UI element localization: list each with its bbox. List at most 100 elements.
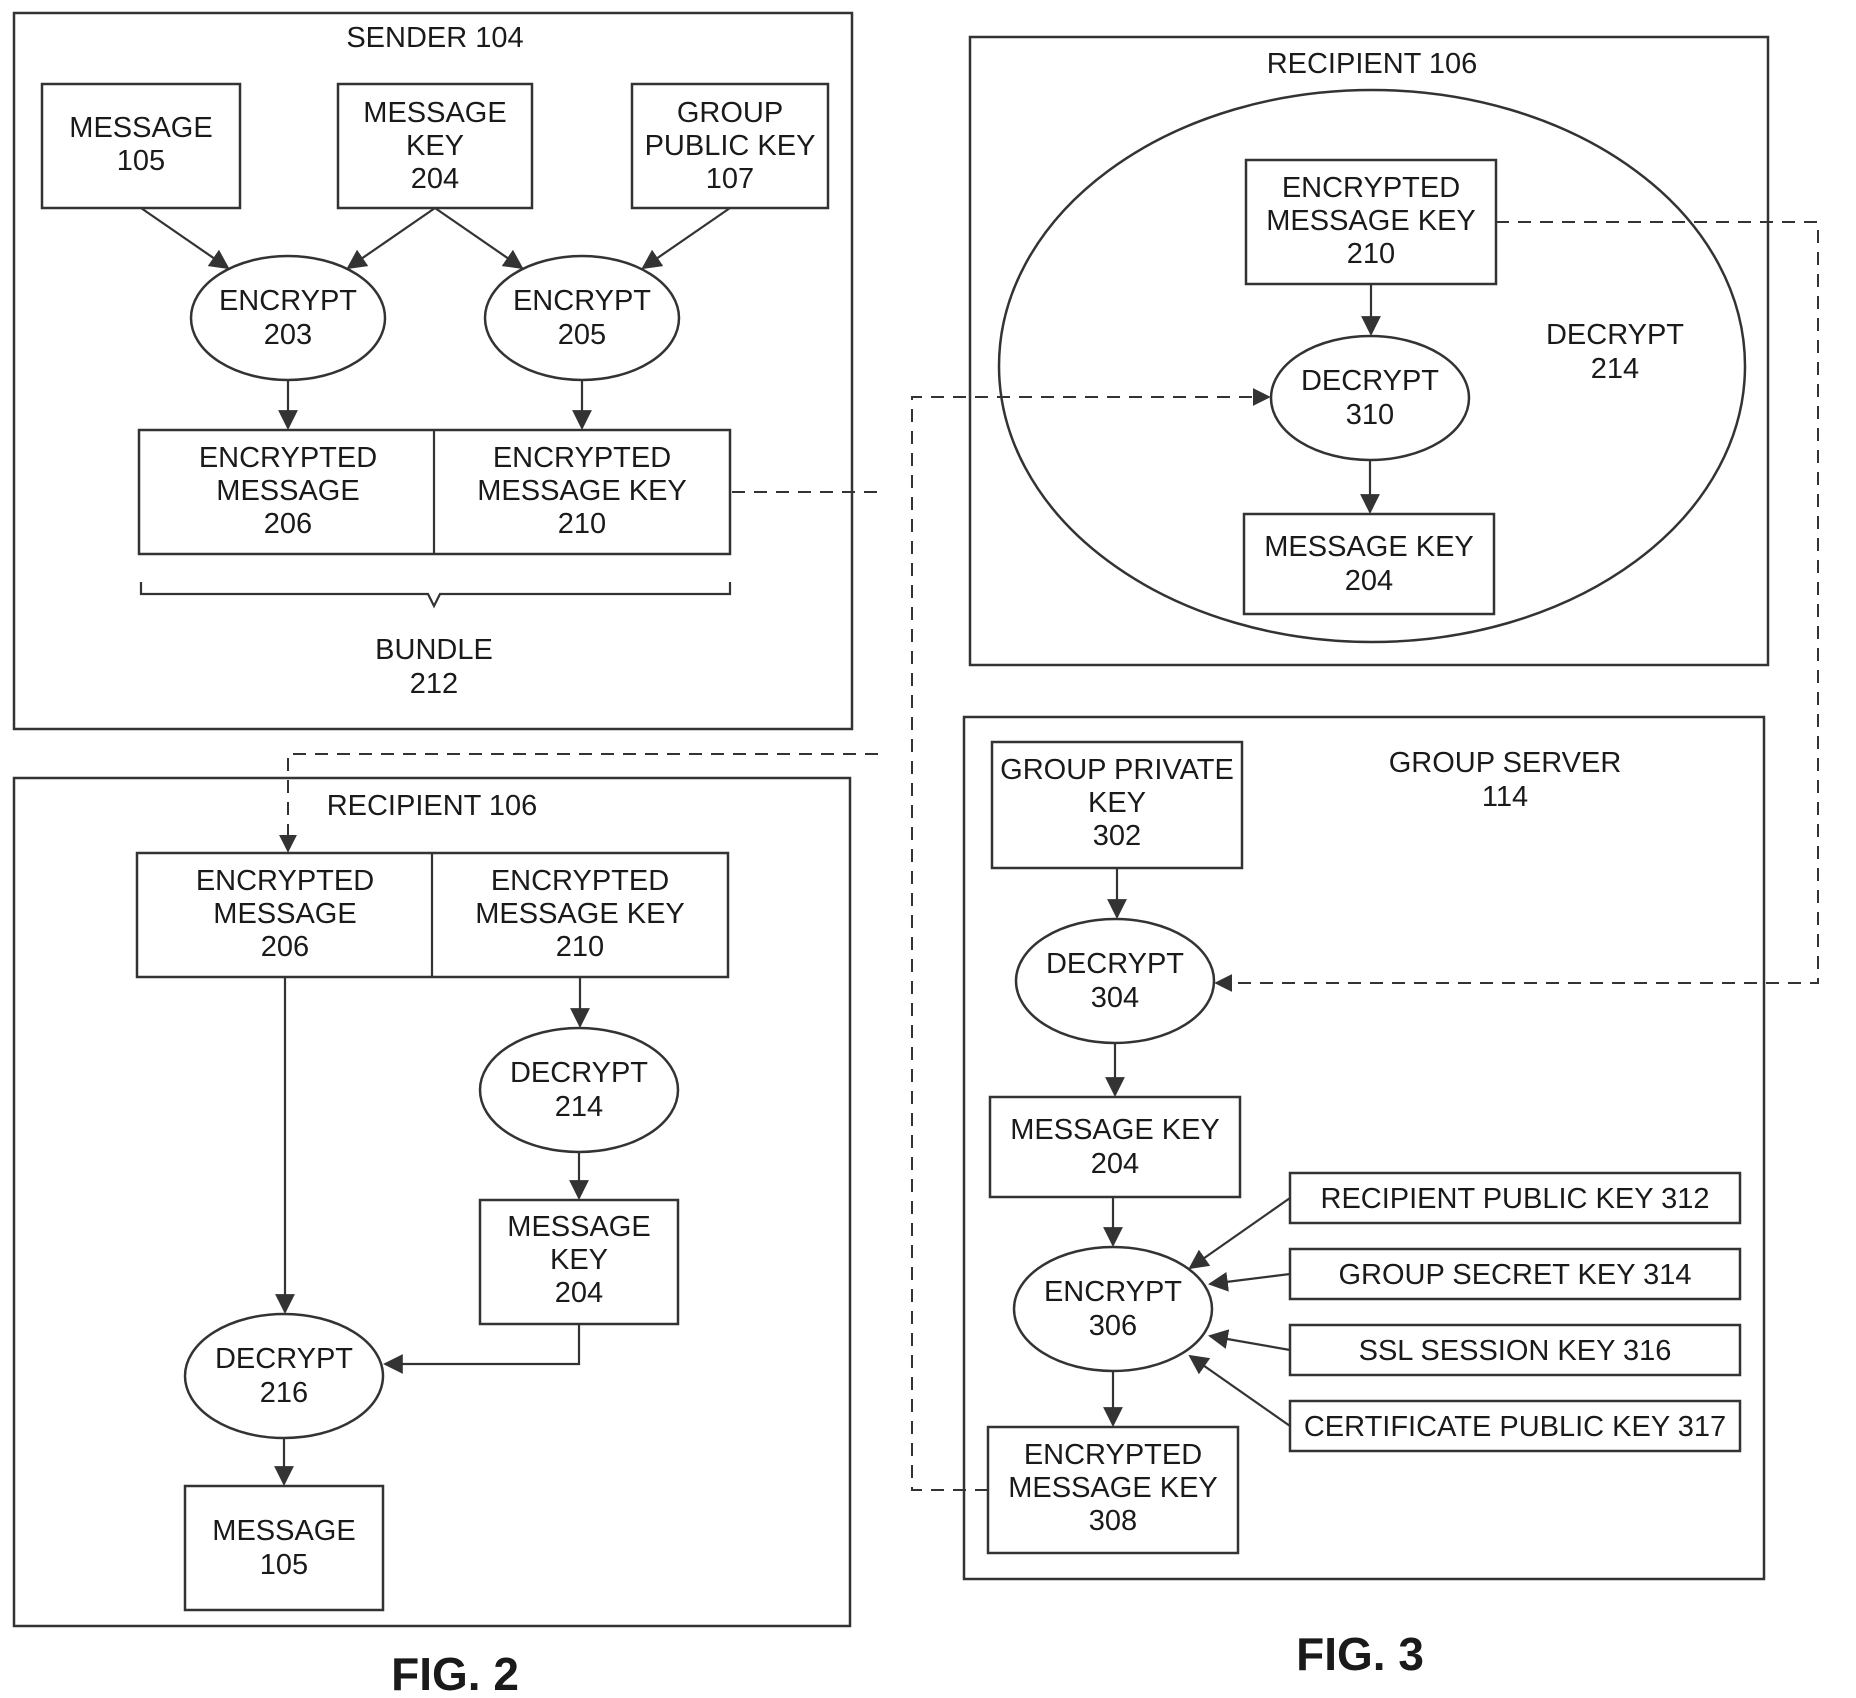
encrypted-message-key-number: 210 — [558, 508, 606, 540]
encrypted-message-number: 206 — [264, 508, 312, 540]
recipient-frame-fig3 — [968, 35, 1770, 667]
encrypted-message-label-1: ENCRYPTED — [199, 442, 377, 474]
decrypt-214-outer-number: 214 — [1591, 353, 1639, 385]
recv-message-number: 105 — [260, 1549, 308, 1581]
decrypt-310-number: 310 — [1346, 399, 1394, 431]
recv-encrypted-message-number: 206 — [261, 931, 309, 963]
recipient-frame-fig2 — [12, 776, 852, 1628]
decrypt-216-node: DECRYPT 216 — [183, 1312, 385, 1440]
recipient-title-fig2: RECIPIENT 106 — [327, 790, 538, 822]
recipient-fig2-arrows — [274, 977, 590, 1486]
group-public-key-label-1: GROUP — [677, 97, 783, 129]
ssl-session-key-label: SSL SESSION KEY 316 — [1359, 1335, 1672, 1367]
group-server-frame — [962, 715, 1766, 1581]
encrypted-message-key-label-2: MESSAGE KEY — [477, 475, 687, 507]
fig3-encrypted-message-key-box: ENCRYPTED MESSAGE KEY 210 — [1244, 158, 1498, 286]
group-public-key-number: 107 — [706, 163, 754, 195]
encrypt-205-number: 205 — [558, 319, 606, 351]
decrypt-216-label: DECRYPT — [215, 1343, 353, 1375]
bundle-number: 212 — [410, 668, 458, 700]
message-number: 105 — [117, 145, 165, 177]
decrypt-310-label: DECRYPT — [1301, 365, 1439, 397]
recv-message-label: MESSAGE — [212, 1515, 355, 1547]
encrypt-306-number: 306 — [1089, 1310, 1137, 1342]
group-server-panel: GROUP SERVER 114 GROUP PRIVATE KEY 302 D… — [962, 715, 1766, 1581]
group-private-key-number: 302 — [1093, 820, 1141, 852]
decrypt-214-number: 214 — [555, 1091, 603, 1123]
recv-message-key-box: MESSAGE KEY 204 — [478, 1198, 680, 1326]
message-key-number: 204 — [411, 163, 459, 195]
emk-308-label-1: ENCRYPTED — [1024, 1439, 1202, 1471]
certificate-public-key-box: CERTIFICATE PUBLIC KEY 317 — [1288, 1399, 1742, 1453]
fig2-caption: FIG. 2 — [391, 1648, 519, 1698]
fig3-emk-number: 210 — [1347, 238, 1395, 270]
decrypt-304-label: DECRYPT — [1046, 948, 1184, 980]
recipient-title-fig3: RECIPIENT 106 — [1267, 48, 1478, 80]
group-public-key-label-2: PUBLIC KEY — [645, 130, 816, 162]
group-server-title: GROUP SERVER — [1389, 747, 1622, 779]
encrypt-306-node: ENCRYPT 306 — [1012, 1245, 1214, 1373]
encrypt-203-number: 203 — [264, 319, 312, 351]
bundle-label: BUNDLE — [375, 634, 493, 666]
message-key-label-2: KEY — [406, 130, 464, 162]
fig3-emk-label-1: ENCRYPTED — [1282, 172, 1460, 204]
fig3-message-key-label: MESSAGE KEY — [1264, 531, 1474, 563]
fig3-dashed-links — [911, 221, 1819, 1491]
recv-encrypted-message-key-label-1: ENCRYPTED — [491, 865, 669, 897]
group-server-arrows — [1103, 868, 1291, 1427]
gs-message-key-label: MESSAGE KEY — [1010, 1114, 1220, 1146]
decrypt-216-number: 216 — [260, 1377, 308, 1409]
message-label: MESSAGE — [69, 112, 212, 144]
encrypted-message-label-2: MESSAGE — [216, 475, 359, 507]
recv-message-key-label-1: MESSAGE — [507, 1211, 650, 1243]
encrypted-message-key-308-box: ENCRYPTED MESSAGE KEY 308 — [986, 1425, 1240, 1555]
group-public-key-box: GROUP PUBLIC KEY 107 — [630, 82, 830, 210]
decrypt-214-node: DECRYPT 214 — [478, 1026, 680, 1154]
certificate-public-key-label: CERTIFICATE PUBLIC KEY 317 — [1304, 1411, 1726, 1443]
sender-frame — [12, 11, 854, 731]
recv-message-box: MESSAGE 105 — [183, 1484, 385, 1612]
bundle-brace — [139, 582, 732, 609]
group-secret-key-label: GROUP SECRET KEY 314 — [1339, 1259, 1692, 1291]
ssl-session-key-box: SSL SESSION KEY 316 — [1288, 1323, 1742, 1377]
gs-message-key-number: 204 — [1091, 1148, 1139, 1180]
recv-encrypted-message-key-label-2: MESSAGE KEY — [475, 898, 685, 930]
decrypt-214-label: DECRYPT — [510, 1057, 648, 1089]
gs-message-key-box: MESSAGE KEY 204 — [988, 1095, 1242, 1199]
sender-title: SENDER 104 — [346, 22, 523, 54]
encrypt-306-label: ENCRYPT — [1044, 1276, 1182, 1308]
sender-panel: SENDER 104 MESSAGE 105 MESSAGE KEY 204 G… — [12, 11, 854, 731]
fig3-message-key-box: MESSAGE KEY 204 — [1242, 512, 1496, 616]
message-key-box: MESSAGE KEY 204 — [336, 82, 534, 210]
encrypt-205-label: ENCRYPT — [513, 285, 651, 317]
recipient-public-key-label: RECIPIENT PUBLIC KEY 312 — [1321, 1183, 1710, 1215]
group-private-key-label-2: KEY — [1088, 787, 1146, 819]
recv-message-key-number: 204 — [555, 1277, 603, 1309]
sender-arrows — [140, 207, 731, 430]
message-box: MESSAGE 105 — [40, 82, 242, 210]
group-private-key-box: GROUP PRIVATE KEY 302 — [990, 740, 1244, 870]
recv-encrypted-message-label-1: ENCRYPTED — [196, 865, 374, 897]
recipient-panel-fig2: RECIPIENT 106 ENCRYPTED MESSAGE 206 ENCR… — [12, 776, 852, 1628]
message-key-label-1: MESSAGE — [363, 97, 506, 129]
recv-encrypted-message-key-number: 210 — [556, 931, 604, 963]
group-private-key-label-1: GROUP PRIVATE — [1000, 754, 1234, 786]
emk-308-number: 308 — [1089, 1505, 1137, 1537]
encrypt-203-label: ENCRYPT — [219, 285, 357, 317]
received-bundle-boxes: ENCRYPTED MESSAGE 206 ENCRYPTED MESSAGE … — [135, 851, 730, 979]
decrypt-304-node: DECRYPT 304 — [1014, 917, 1216, 1045]
fig2-dashed-links — [279, 491, 878, 853]
encrypt-203-node: ENCRYPT 203 — [189, 254, 387, 382]
group-secret-key-box: GROUP SECRET KEY 314 — [1288, 1247, 1742, 1301]
recv-message-key-label-2: KEY — [550, 1244, 608, 1276]
decrypt-304-number: 304 — [1091, 982, 1139, 1014]
recv-encrypted-message-label-2: MESSAGE — [213, 898, 356, 930]
bundle-boxes: ENCRYPTED MESSAGE 206 ENCRYPTED MESSAGE … — [137, 428, 732, 556]
fig3-caption: FIG. 3 — [1296, 1628, 1424, 1680]
decrypt-310-node: DECRYPT 310 — [1269, 334, 1471, 462]
encrypt-205-node: ENCRYPT 205 — [483, 254, 681, 382]
recipient-public-key-box: RECIPIENT PUBLIC KEY 312 — [1288, 1171, 1742, 1225]
emk-308-label-2: MESSAGE KEY — [1008, 1472, 1218, 1504]
group-server-number: 114 — [1482, 781, 1528, 813]
